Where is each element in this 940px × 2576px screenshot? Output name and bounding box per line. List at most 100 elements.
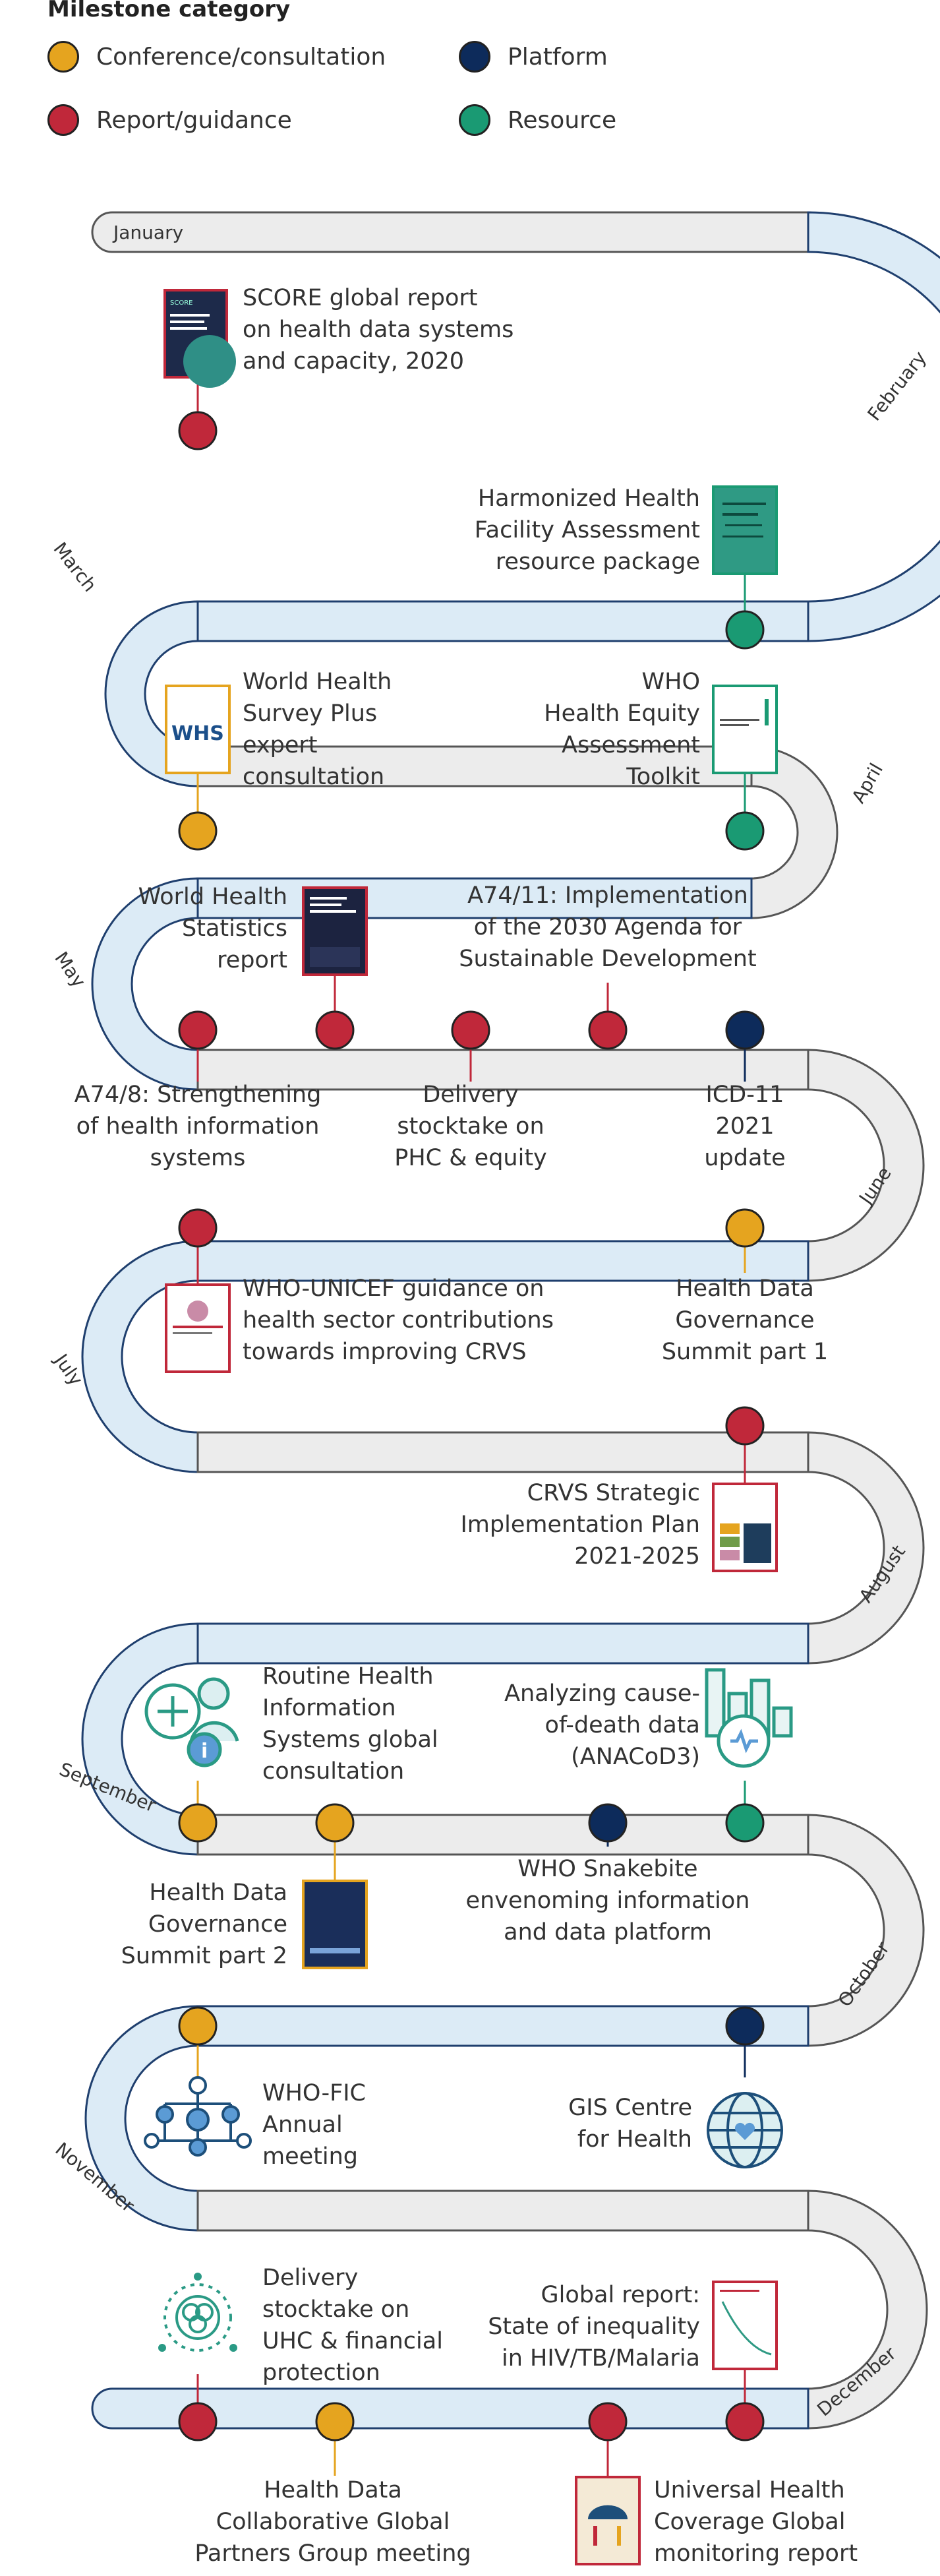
milestone-label: WHO Snakebite envenoming information and…	[465, 1856, 750, 1946]
milestone-label: WHO Health Equity Assessment Toolkit	[544, 669, 700, 790]
milestone-label: Analyzing cause- of-death data (ANACoD3)	[504, 1680, 700, 1770]
month-label: May	[50, 948, 90, 991]
band-turn-february	[807, 211, 940, 642]
legend-label: Report/guidance	[96, 106, 292, 134]
milestone-label: World Health Statistics report	[138, 884, 287, 973]
milestone-dot[interactable]	[725, 2006, 765, 2046]
svg-text:WHS: WHS	[171, 722, 224, 745]
milestone-dot[interactable]	[178, 2402, 218, 2441]
milestone-dot[interactable]	[725, 2402, 765, 2441]
anacod3-chart-icon	[705, 1668, 793, 1768]
month-label: March	[49, 538, 101, 596]
band-turn-march	[104, 600, 199, 787]
milestone-dot[interactable]	[315, 2402, 355, 2441]
band-row-november	[196, 2190, 809, 2232]
milestone-label: Routine Health Information Systems globa…	[262, 1663, 438, 1785]
month-label: February	[864, 347, 931, 425]
legend-swatch	[47, 104, 79, 136]
milestone-label: A74/11: Implementation of the 2030 Agend…	[459, 882, 757, 972]
crvs-guidance-thumbnail[interactable]	[165, 1283, 231, 1373]
band-row-december	[91, 2387, 809, 2430]
band-turn-july	[81, 1240, 199, 1473]
milestone-dot[interactable]	[725, 811, 765, 851]
legend-swatch	[459, 41, 490, 73]
band-row-october	[196, 2005, 809, 2047]
milestone-label: A74/8: Strengthening of health informati…	[74, 1082, 322, 1171]
hdg-summit-2-thumbnail[interactable]	[302, 1880, 368, 1969]
milestone-label: Delivery stocktake on PHC & equity	[394, 1082, 547, 1171]
milestone-label: ICD-11 2021 update	[704, 1082, 786, 1171]
milestone-label: WHO-UNICEF guidance on health sector con…	[243, 1275, 554, 1365]
milestone-label: Health Data Governance Summit part 2	[121, 1880, 287, 1969]
score-report-thumbnail[interactable]: SCORE	[163, 289, 236, 388]
legend-label: Platform	[508, 43, 608, 71]
milestone-label: Health Data Governance Summit part 1	[661, 1275, 829, 1365]
legend-swatch	[47, 41, 79, 73]
legend-swatch	[459, 104, 490, 136]
world-health-statistics-thumbnail[interactable]	[302, 886, 368, 976]
month-label: April	[847, 760, 887, 807]
who-fic-network-icon	[144, 2076, 252, 2157]
svg-text:i: i	[201, 1740, 208, 1763]
milestone-label: Harmonized Health Facility Assessment re…	[474, 485, 700, 575]
band-turn-september	[81, 1622, 199, 1856]
legend-item-resource: Resource	[459, 104, 616, 136]
gis-globe-icon	[707, 2092, 783, 2168]
band-turn-august	[807, 1431, 925, 1665]
milestone-dot[interactable]	[588, 2402, 628, 2441]
legend-label: Conference/consultation	[96, 43, 386, 71]
band-turn-april	[750, 745, 838, 919]
milestone-dot[interactable]	[725, 1208, 765, 1248]
svg-text:SCORE: SCORE	[170, 299, 192, 307]
milestone-dot[interactable]	[178, 2006, 218, 2046]
band-row-august	[196, 1622, 809, 1665]
inequality-report-thumbnail[interactable]	[712, 2281, 778, 2370]
milestone-label: Universal Health Coverage Global monitor…	[654, 2477, 858, 2567]
band-turn-june	[807, 1049, 925, 1282]
milestone-dot[interactable]	[725, 1803, 765, 1843]
month-label: January	[112, 222, 183, 243]
milestone-dot[interactable]	[725, 1406, 765, 1446]
legend-title: Milestone category	[47, 0, 291, 22]
milestone-label: World Health Survey Plus expert consulta…	[243, 669, 392, 790]
uhc-protection-icon	[158, 2273, 237, 2352]
rhis-consultation-icon: i	[144, 1677, 239, 1767]
crvs-plan-thumbnail[interactable]	[712, 1483, 778, 1572]
band-turn-may	[91, 877, 199, 1091]
milestone-dot[interactable]	[315, 1010, 355, 1050]
milestone-label: GIS Centre for Health	[568, 2095, 692, 2153]
legend-item-platform: Platform	[459, 41, 608, 73]
milestone-dot[interactable]	[315, 1803, 355, 1843]
milestone-dot[interactable]	[588, 1803, 628, 1843]
uhc-report-thumbnail[interactable]	[575, 2476, 641, 2565]
milestone-dot[interactable]	[725, 1010, 765, 1050]
milestone-label: CRVS Strategic Implementation Plan 2021-…	[460, 1480, 700, 1570]
band-row-september	[196, 1814, 809, 1856]
milestone-dots	[178, 411, 765, 2441]
band-row-february	[196, 600, 809, 642]
milestone-dot[interactable]	[178, 1208, 218, 1248]
milestone-label: WHO-FIC Annual meeting	[262, 2080, 366, 2170]
whs-plus-thumbnail[interactable]: WHS	[165, 685, 231, 774]
milestone-dot[interactable]	[451, 1010, 490, 1050]
milestone-dot[interactable]	[178, 1010, 218, 1050]
milestone-label: SCORE global report on health data syste…	[243, 285, 514, 375]
legend-item-conference: Conference/consultation	[47, 41, 386, 73]
milestone-dot[interactable]	[588, 1010, 628, 1050]
milestone-dot[interactable]	[178, 1803, 218, 1843]
milestone-dot[interactable]	[178, 411, 218, 450]
band-turn-october	[807, 1814, 925, 2047]
milestone-label: Global report: State of inequality in HI…	[488, 2282, 700, 2372]
legend-item-report: Report/guidance	[47, 104, 292, 136]
band-turn-november	[84, 2005, 199, 2232]
milestone-label: Health Data Collaborative Global Partner…	[194, 2477, 471, 2567]
legend-label: Resource	[508, 106, 617, 134]
hhfa-resource-thumbnail[interactable]	[712, 485, 778, 575]
heat-toolkit-thumbnail[interactable]	[712, 685, 778, 774]
band-turn-december	[807, 2190, 928, 2430]
milestone-label: Delivery stocktake on UHC & financial pr…	[262, 2265, 443, 2386]
band-row-july	[196, 1431, 809, 1473]
milestone-dot[interactable]	[725, 610, 765, 650]
milestone-dot[interactable]	[178, 811, 218, 851]
